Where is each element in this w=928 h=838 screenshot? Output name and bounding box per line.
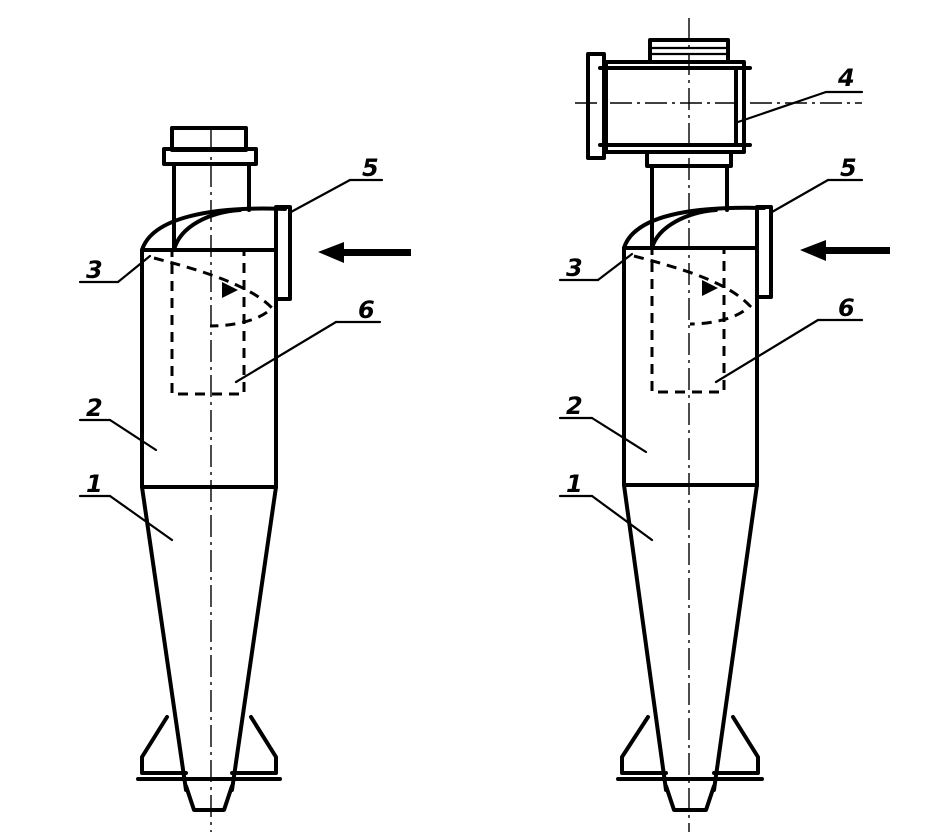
left-cyclone: 5 3 6 2 1 <box>78 126 411 832</box>
left-label-3: 3 <box>86 256 103 284</box>
right-spiral-arrowhead <box>702 280 718 296</box>
left-leader-3 <box>116 254 152 284</box>
left-cone <box>140 485 278 792</box>
right-cone <box>622 483 759 792</box>
left-inlet-duct <box>274 205 292 301</box>
left-label-1: 1 <box>86 470 103 498</box>
left-leader-6 <box>234 320 338 384</box>
right-label-2: 2 <box>566 392 583 420</box>
right-leader-3 <box>596 252 634 282</box>
left-leader-1 <box>108 494 174 542</box>
right-leader-2 <box>590 416 648 454</box>
right-dust-outlet <box>664 784 716 812</box>
right-spiral-path <box>633 254 753 326</box>
left-leader-2 <box>108 418 158 452</box>
right-scroll-inner <box>650 208 718 250</box>
left-scroll-inner <box>172 208 242 252</box>
right-leader-5 <box>770 178 830 214</box>
right-label-5: 5 <box>840 154 857 182</box>
right-leader-1 <box>590 494 654 542</box>
left-support-right <box>230 715 278 775</box>
right-leader-6 <box>714 318 820 384</box>
right-label-4: 4 <box>837 64 855 92</box>
left-spiral-path <box>153 256 275 328</box>
right-inner-pipe <box>650 246 726 394</box>
left-label-6: 6 <box>358 296 375 324</box>
right-scroll-top <box>622 205 766 250</box>
left-inner-pipe <box>170 248 246 396</box>
left-inlet-arrow-icon <box>318 242 411 263</box>
left-label-2: 2 <box>86 394 103 422</box>
right-fan-outlet-flange <box>645 150 733 168</box>
left-exhaust-cap <box>170 126 248 152</box>
right-leader-4 <box>736 90 828 124</box>
left-label-5: 5 <box>362 154 379 182</box>
right-cyclone: 4 5 3 6 2 1 <box>558 18 890 832</box>
right-support-left <box>620 715 668 775</box>
left-scroll-top <box>140 206 287 252</box>
right-fan-side-plate <box>586 52 606 160</box>
right-inlet-duct <box>755 205 773 299</box>
right-support-right <box>712 715 760 775</box>
right-label-1: 1 <box>566 470 583 498</box>
left-exhaust-flange <box>162 147 258 166</box>
right-fan-housing <box>604 60 746 154</box>
left-dust-outlet <box>184 784 234 812</box>
right-label-3: 3 <box>566 254 583 282</box>
left-support-left <box>140 715 188 775</box>
right-label-6: 6 <box>838 294 855 322</box>
left-spiral-arrowhead <box>222 282 238 298</box>
left-leader-5 <box>289 178 352 214</box>
right-inlet-arrow-icon <box>800 240 890 261</box>
